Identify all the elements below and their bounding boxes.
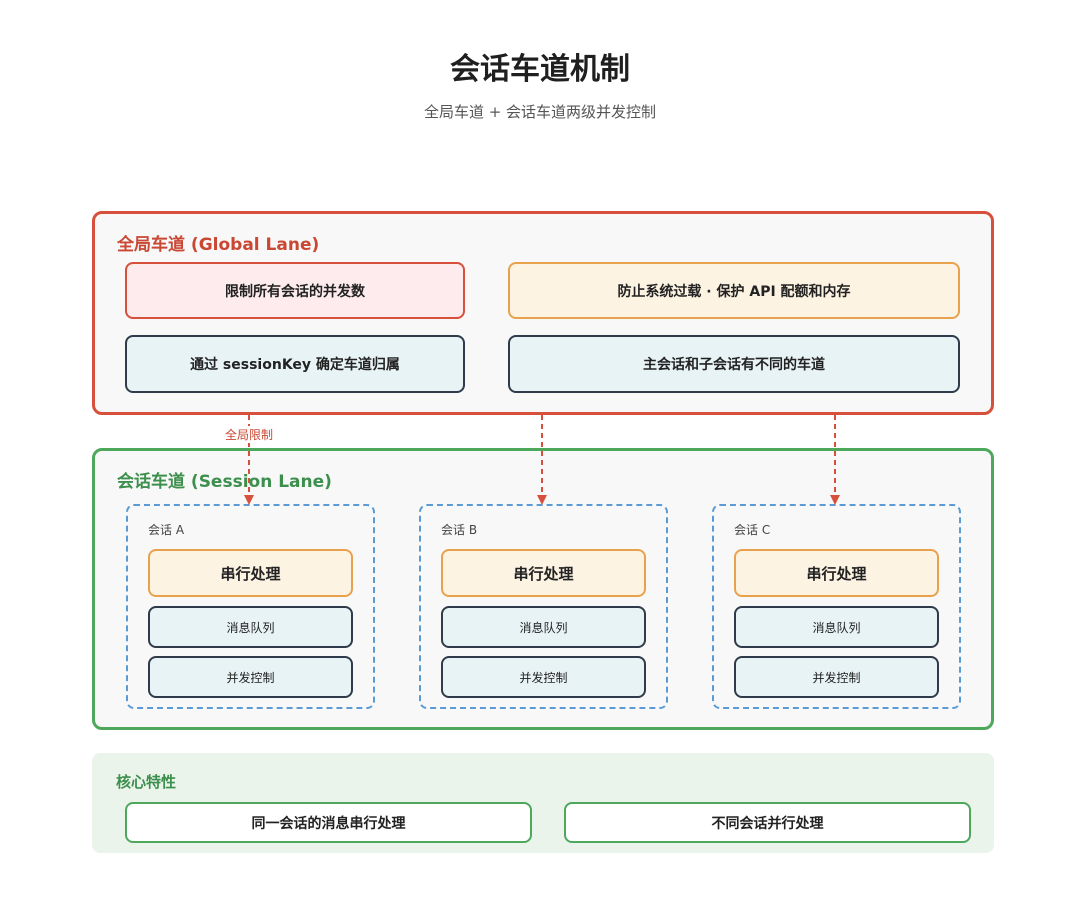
session-b-concurrency: 并发控制 (441, 656, 646, 698)
session-a-queue: 消息队列 (148, 606, 353, 648)
core-feature-serial: 同一会话的消息串行处理 (125, 802, 532, 843)
global-protect-box: 防止系统过载 · 保护 API 配额和内存 (508, 262, 960, 319)
session-a-concurrency: 并发控制 (148, 656, 353, 698)
session-b-queue: 消息队列 (441, 606, 646, 648)
session-c-queue: 消息队列 (734, 606, 939, 648)
session-c-serial: 串行处理 (734, 549, 939, 597)
session-a-label: 会话 A (148, 523, 185, 537)
session-c-concurrency: 并发控制 (734, 656, 939, 698)
session-a-group: 会话 A 串行处理 消息队列 并发控制 (126, 504, 375, 709)
session-b-serial: 串行处理 (441, 549, 646, 597)
global-lane-label: 全局车道 (Global Lane) (117, 235, 320, 255)
session-c-group: 会话 C 串行处理 消息队列 并发控制 (712, 504, 961, 709)
page-title: 会话车道机制 (450, 52, 630, 87)
global-limit-label: 全局限制 (212, 426, 286, 443)
session-b-label: 会话 B (441, 523, 478, 537)
global-limit-box: 限制所有会话的并发数 (125, 262, 465, 319)
page-subtitle: 全局车道 + 会话车道两级并发控制 (423, 103, 657, 121)
global-lanes-box: 主会话和子会话有不同的车道 (508, 335, 960, 393)
core-features-label: 核心特性 (116, 773, 177, 791)
session-b-group: 会话 B 串行处理 消息队列 并发控制 (419, 504, 668, 709)
session-a-serial: 串行处理 (148, 549, 353, 597)
session-c-label: 会话 C (734, 523, 771, 537)
global-sessionkey-box: 通过 sessionKey 确定车道归属 (125, 335, 465, 393)
session-lane-label: 会话车道 (Session Lane) (117, 472, 332, 492)
core-feature-parallel: 不同会话并行处理 (564, 802, 971, 843)
